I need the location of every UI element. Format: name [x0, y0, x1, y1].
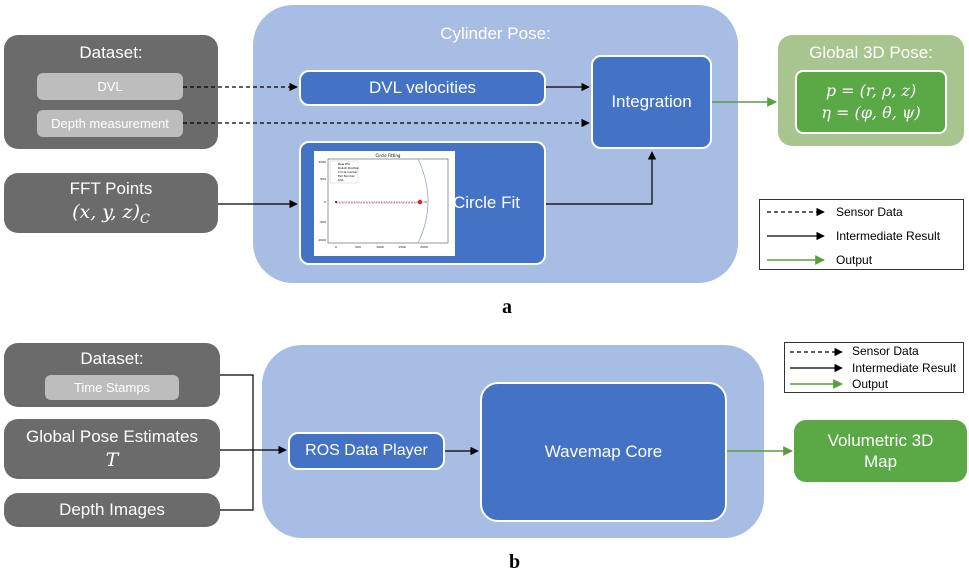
volumetric-3d-map-box: Volumetric 3D Map	[794, 420, 967, 482]
circle-plot-legend-0: Raw Pts	[338, 162, 350, 166]
svg-text:-500: -500	[319, 220, 326, 224]
fft-points-formula-row: (x, y, z)C	[72, 201, 150, 227]
dataset-title: Dataset:	[79, 43, 143, 62]
fft-points-box: FFT Points (x, y, z)C	[4, 173, 218, 233]
svg-text:-1000: -1000	[317, 238, 326, 242]
dvl-velocities-label: DVL velocities	[368, 78, 477, 97]
dataset-item-depth: Depth measurement	[37, 110, 183, 137]
svg-text:0: 0	[324, 200, 326, 204]
wavemap-core-box: Wavemap Core	[480, 382, 727, 522]
svg-text:2000: 2000	[420, 245, 428, 249]
dataset-item-timestamps: Time Stamps	[45, 375, 179, 400]
legend-b-sensor: Sensor Data	[852, 344, 919, 358]
svg-text:1000: 1000	[318, 160, 326, 164]
ros-data-player-label: ROS Data Player	[305, 442, 428, 459]
circle-fit-plot: Circle Fitting Raw Pts Robot Position Ci…	[314, 151, 455, 256]
pose-formula-orientation: η = (φ, θ, ψ)	[821, 103, 921, 122]
global-pose-estimates-title: Global Pose Estimates	[26, 427, 198, 446]
fft-points-title: FFT Points	[69, 179, 153, 199]
circle-plot-center	[335, 201, 337, 203]
global-3d-pose-formula-box: p = (r, ρ, z) η = (φ, θ, ψ)	[795, 70, 947, 134]
svg-text:500: 500	[320, 177, 326, 181]
volumetric-3d-map-label: Volumetric 3D Map	[827, 431, 934, 471]
circle-plot-robot	[417, 199, 423, 205]
legend-a-intermediate: Intermediate Result	[836, 229, 941, 243]
legend-b-output: Output	[852, 377, 889, 391]
svg-text:1000: 1000	[376, 245, 384, 249]
panel-label-a: a	[502, 296, 512, 318]
integration-label: Integration	[611, 92, 692, 111]
panel-label-b: b	[509, 551, 521, 573]
circle-plot-legend-4: DVL	[338, 178, 344, 182]
global-3d-pose-title: Global 3D Pose:	[809, 43, 933, 62]
circle-plot-legend-3: Est Normal	[338, 174, 355, 178]
depth-images-box: Depth Images	[4, 493, 220, 527]
ros-data-player-box: ROS Data Player	[288, 432, 445, 470]
integration-box: Integration	[591, 55, 712, 149]
circle-plot-legend-2: Circle Center	[338, 170, 358, 174]
circle-fit-plot-svg: Circle Fitting Raw Pts Robot Position Ci…	[317, 153, 449, 249]
wavemap-core-label: Wavemap Core	[544, 442, 663, 461]
legend-a	[759, 199, 964, 270]
svg-text:500: 500	[355, 245, 361, 249]
connector-dataset-bracket	[220, 374, 254, 511]
svg-text:1500: 1500	[398, 245, 406, 249]
legend-b-intermediate: Intermediate Result	[852, 361, 957, 375]
global-pose-estimates-symbol: T	[105, 449, 119, 471]
arrow-circlefit-to-integration	[546, 151, 657, 205]
circle-plot-arc	[417, 158, 429, 244]
fft-points-formula: (x, y, z)	[72, 201, 140, 224]
circle-plot-normal	[425, 201, 427, 203]
legend-a-sensor: Sensor Data	[836, 205, 903, 219]
dataset-item-dvl: DVL	[37, 73, 183, 100]
fft-points-subscript: C	[139, 211, 150, 227]
global-pose-estimates-box: Global Pose Estimates T	[4, 419, 220, 479]
circle-plot-legend-1: Robot Position	[338, 166, 359, 170]
circle-plot-title: Circle Fitting	[376, 153, 401, 158]
dvl-velocities-box: DVL velocities	[299, 70, 546, 106]
circle-fit-label: Circle Fit	[452, 193, 520, 212]
depth-images-label: Depth Images	[59, 500, 165, 519]
cylinder-pose-title: Cylinder Pose:	[440, 24, 551, 43]
svg-text:0: 0	[335, 245, 337, 249]
dataset-b-title: Dataset:	[80, 349, 144, 368]
legend-a-output: Output	[836, 253, 873, 267]
pose-formula-position: p = (r, ρ, z)	[825, 81, 917, 100]
